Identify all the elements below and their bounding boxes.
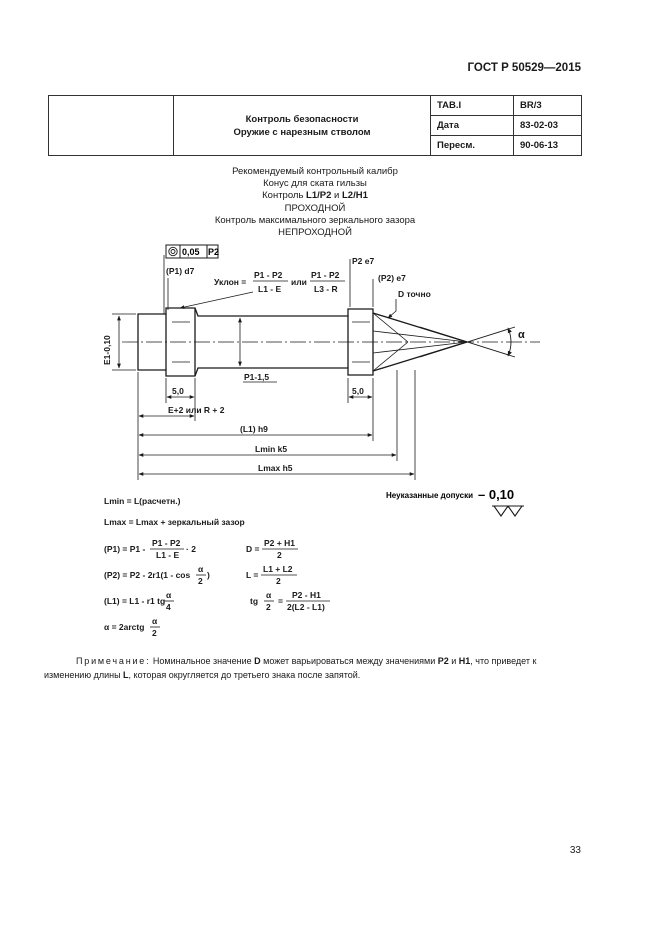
- standard-number: ГОСТ Р 50529—2015: [467, 62, 581, 74]
- formula-lmin: Lmin = L(расчетн.): [104, 496, 181, 506]
- e1-dim-label: E1-0,10: [102, 335, 112, 365]
- svg-text:α: α: [152, 616, 158, 626]
- intro-line: Конус для ската гильзы: [263, 178, 367, 190]
- tolerance-frame: 0,05 P2: [165, 244, 219, 259]
- intro-line: Контроль L1/P2 и L2/H1: [262, 190, 368, 202]
- dim-lmax: Lmax h5: [258, 463, 293, 473]
- svg-text:2: 2: [276, 576, 281, 586]
- gauge-description: Рекомендуемый контрольный калибр Конус д…: [110, 166, 520, 239]
- p1-fit-label: (P1) d7: [166, 266, 195, 276]
- svg-text:L1 + L2: L1 + L2: [263, 564, 293, 574]
- dim-5-right: 5,0: [352, 386, 364, 396]
- formula-l1: (L1) = L1 - r1 tg: [104, 596, 165, 606]
- blank-cell: [48, 95, 174, 156]
- intro-line: ПРОХОДНОЙ: [284, 202, 346, 214]
- formula-p1: (P1) = P1 -: [104, 544, 146, 554]
- p1-dim-label: P1-1,5: [244, 372, 269, 382]
- svg-text:2: 2: [266, 602, 271, 612]
- title-line-1: Контроль безопасности: [245, 113, 359, 125]
- intro-line: НЕПРОХОДНОЙ: [278, 227, 352, 239]
- intro-line: Контроль максимального зеркального зазор…: [214, 214, 416, 226]
- d-exact-label: D точно: [398, 289, 431, 299]
- svg-text:– 0,10: – 0,10: [478, 487, 514, 502]
- p2-fit-paren-label: (P2) e7: [378, 273, 406, 283]
- p2-fit-label: P2 e7: [352, 256, 374, 266]
- svg-text:2: 2: [198, 576, 203, 586]
- concentricity-icon: [168, 246, 178, 257]
- title-line-2: Оружие с нарезным стволом: [233, 126, 371, 138]
- svg-text:4: 4: [166, 602, 171, 612]
- formula-alpha: α = 2arctg: [104, 622, 144, 632]
- svg-text:Неуказанные допуски: Неуказанные допуски: [386, 491, 473, 500]
- svg-text:=: =: [278, 596, 283, 606]
- formula-l: L =: [246, 570, 258, 580]
- alpha-label: α: [518, 329, 525, 341]
- svg-text:2(L2 - L1): 2(L2 - L1): [287, 602, 325, 612]
- svg-text:P2 - H1: P2 - H1: [292, 590, 321, 600]
- svg-text:): ): [207, 570, 210, 580]
- svg-text:· 2: · 2: [186, 544, 196, 554]
- dim-l1: (L1) h9: [240, 424, 268, 434]
- dim-lmin: Lmin k5: [255, 444, 287, 454]
- table-title: Контроль безопасности Оружие с нарезным …: [173, 95, 431, 156]
- dim-e2: E+2 или R + 2: [168, 405, 225, 415]
- formulas: Lmin = L(расчетн.) Lmax = Lmax + зеркаль…: [104, 496, 330, 638]
- svg-text:P1 - P2: P1 - P2: [152, 538, 181, 548]
- formula-tg: tg: [250, 596, 258, 606]
- footnote: Примечание: Номинальное значение D может…: [44, 656, 537, 680]
- svg-text:L1 - E: L1 - E: [156, 550, 179, 560]
- note-label: Примечание:: [76, 656, 151, 666]
- svg-text:2: 2: [277, 550, 282, 560]
- unspecified-tolerances: Неуказанные допуски – 0,10: [386, 487, 524, 517]
- page-number: 33: [569, 845, 581, 856]
- slope-den-2: L3 - R: [314, 284, 338, 294]
- slope-num-1: P1 - P2: [254, 270, 283, 280]
- slope-num-2: P1 - P2: [311, 270, 340, 280]
- slope-label: Уклон =: [214, 277, 246, 287]
- slope-den-1: L1 - E: [258, 284, 281, 294]
- surface-finish-icon: [493, 505, 523, 517]
- svg-text:α: α: [266, 590, 272, 600]
- table-value: 90-06-13: [513, 135, 582, 156]
- formula-lmax: Lmax = Lmax + зеркальный зазор: [104, 517, 245, 527]
- svg-text:α: α: [198, 564, 204, 574]
- svg-text:α: α: [166, 590, 172, 600]
- intro-line: Рекомендуемый контрольный калибр: [232, 166, 398, 177]
- svg-text:2: 2: [152, 628, 157, 638]
- formula-p2: (P2) = P2 - 2r1(1 - cos: [104, 570, 190, 580]
- tolerance-ref: P2: [208, 247, 219, 257]
- slope-or: или: [291, 277, 307, 287]
- svg-text:P2 + H1: P2 + H1: [264, 538, 295, 548]
- dim-5-left: 5,0: [172, 386, 184, 396]
- tolerance-value: 0,05: [182, 247, 200, 257]
- header-table: Контроль безопасности Оружие с нарезным …: [48, 95, 582, 156]
- formula-d: D =: [246, 544, 260, 554]
